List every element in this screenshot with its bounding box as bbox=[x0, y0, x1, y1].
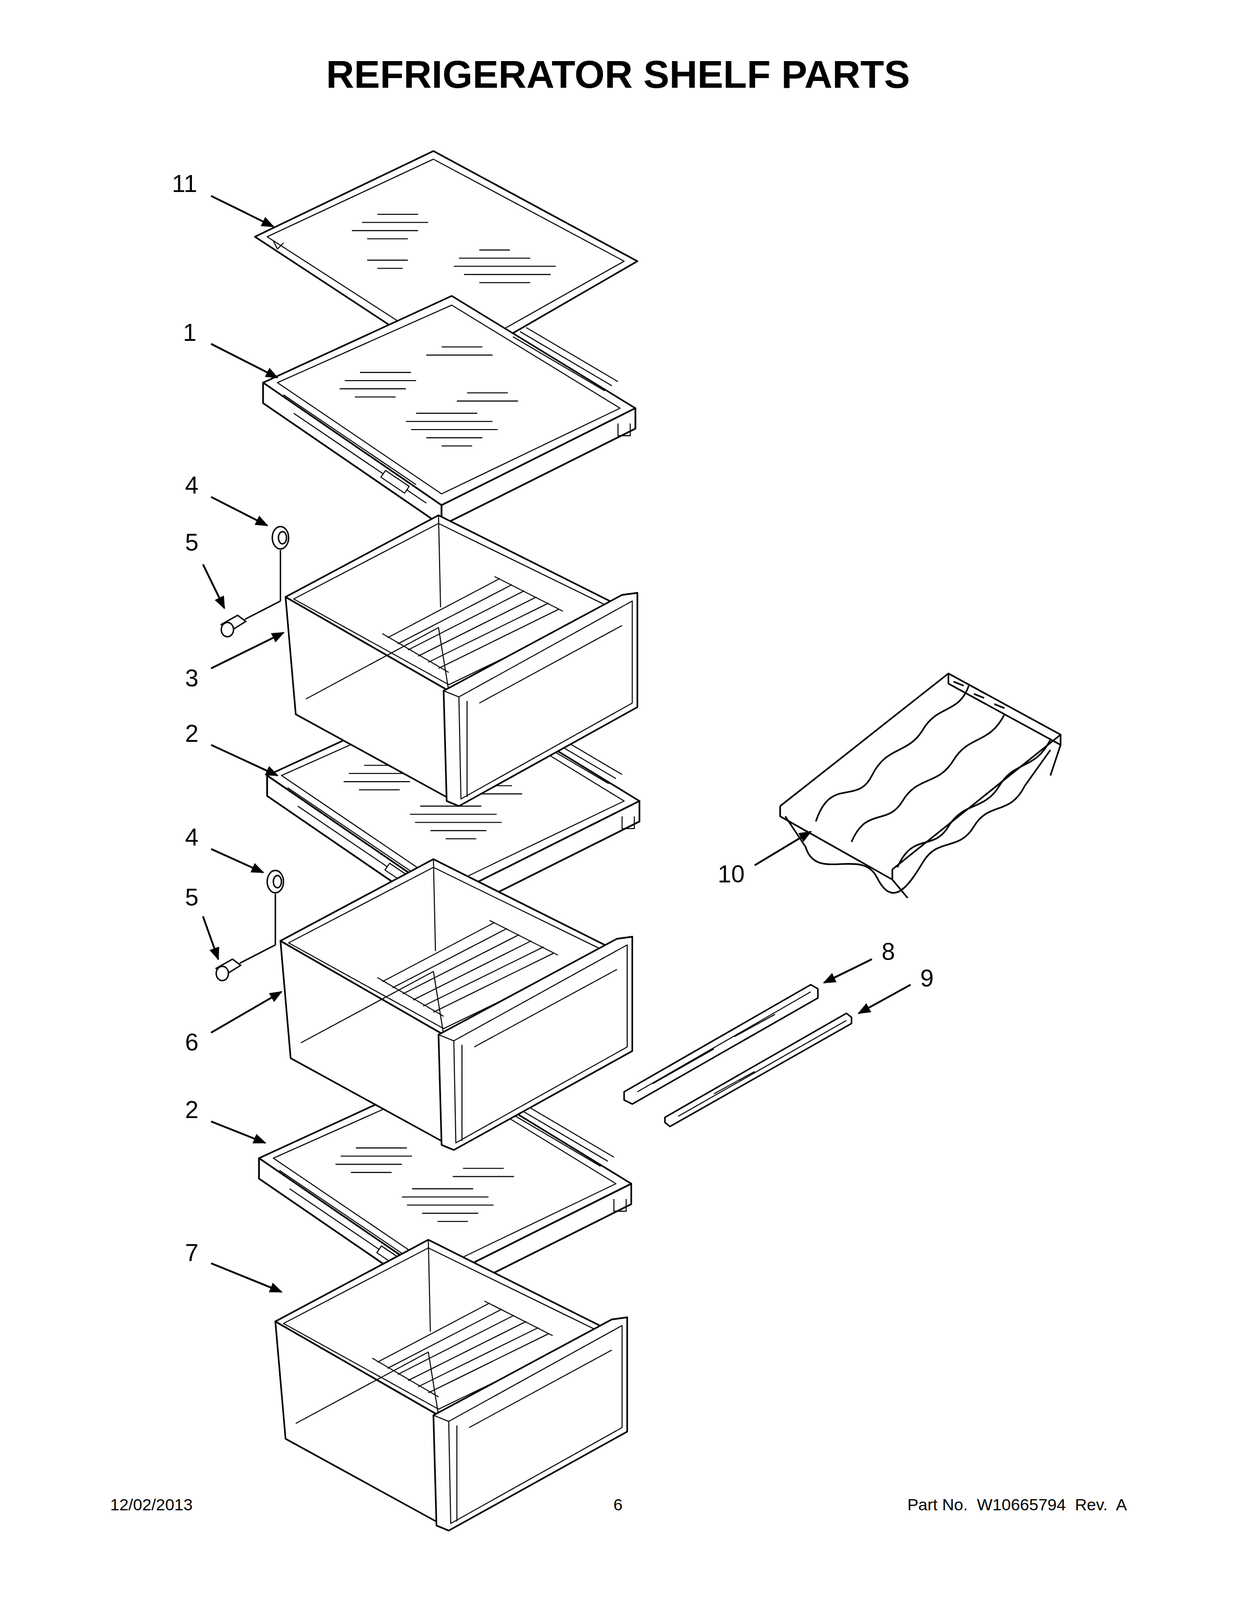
page-title: REFRIGERATOR SHELF PARTS bbox=[326, 55, 911, 95]
footer-text: 6 bbox=[613, 1495, 623, 1513]
callout-number: 2 bbox=[185, 721, 199, 746]
callout-number: 5 bbox=[185, 885, 199, 910]
callout-number: 2 bbox=[185, 1097, 199, 1122]
callout-number: 6 bbox=[185, 1030, 199, 1055]
callout-number: 9 bbox=[920, 966, 935, 991]
callout-number: 11 bbox=[172, 171, 198, 196]
callout-number: 1 bbox=[182, 320, 197, 345]
footer-text: 12/02/2013 bbox=[110, 1495, 193, 1513]
callout-number: 8 bbox=[881, 939, 896, 964]
callout-number: 7 bbox=[185, 1240, 199, 1265]
footer-text: Part No. W10665794 Rev. A bbox=[907, 1495, 1127, 1513]
callout-number: 4 bbox=[185, 824, 199, 850]
callout-number: 4 bbox=[185, 473, 199, 498]
callout-number: 5 bbox=[185, 530, 199, 555]
callout-number: 3 bbox=[185, 665, 199, 691]
callout-number: 10 bbox=[717, 861, 745, 887]
